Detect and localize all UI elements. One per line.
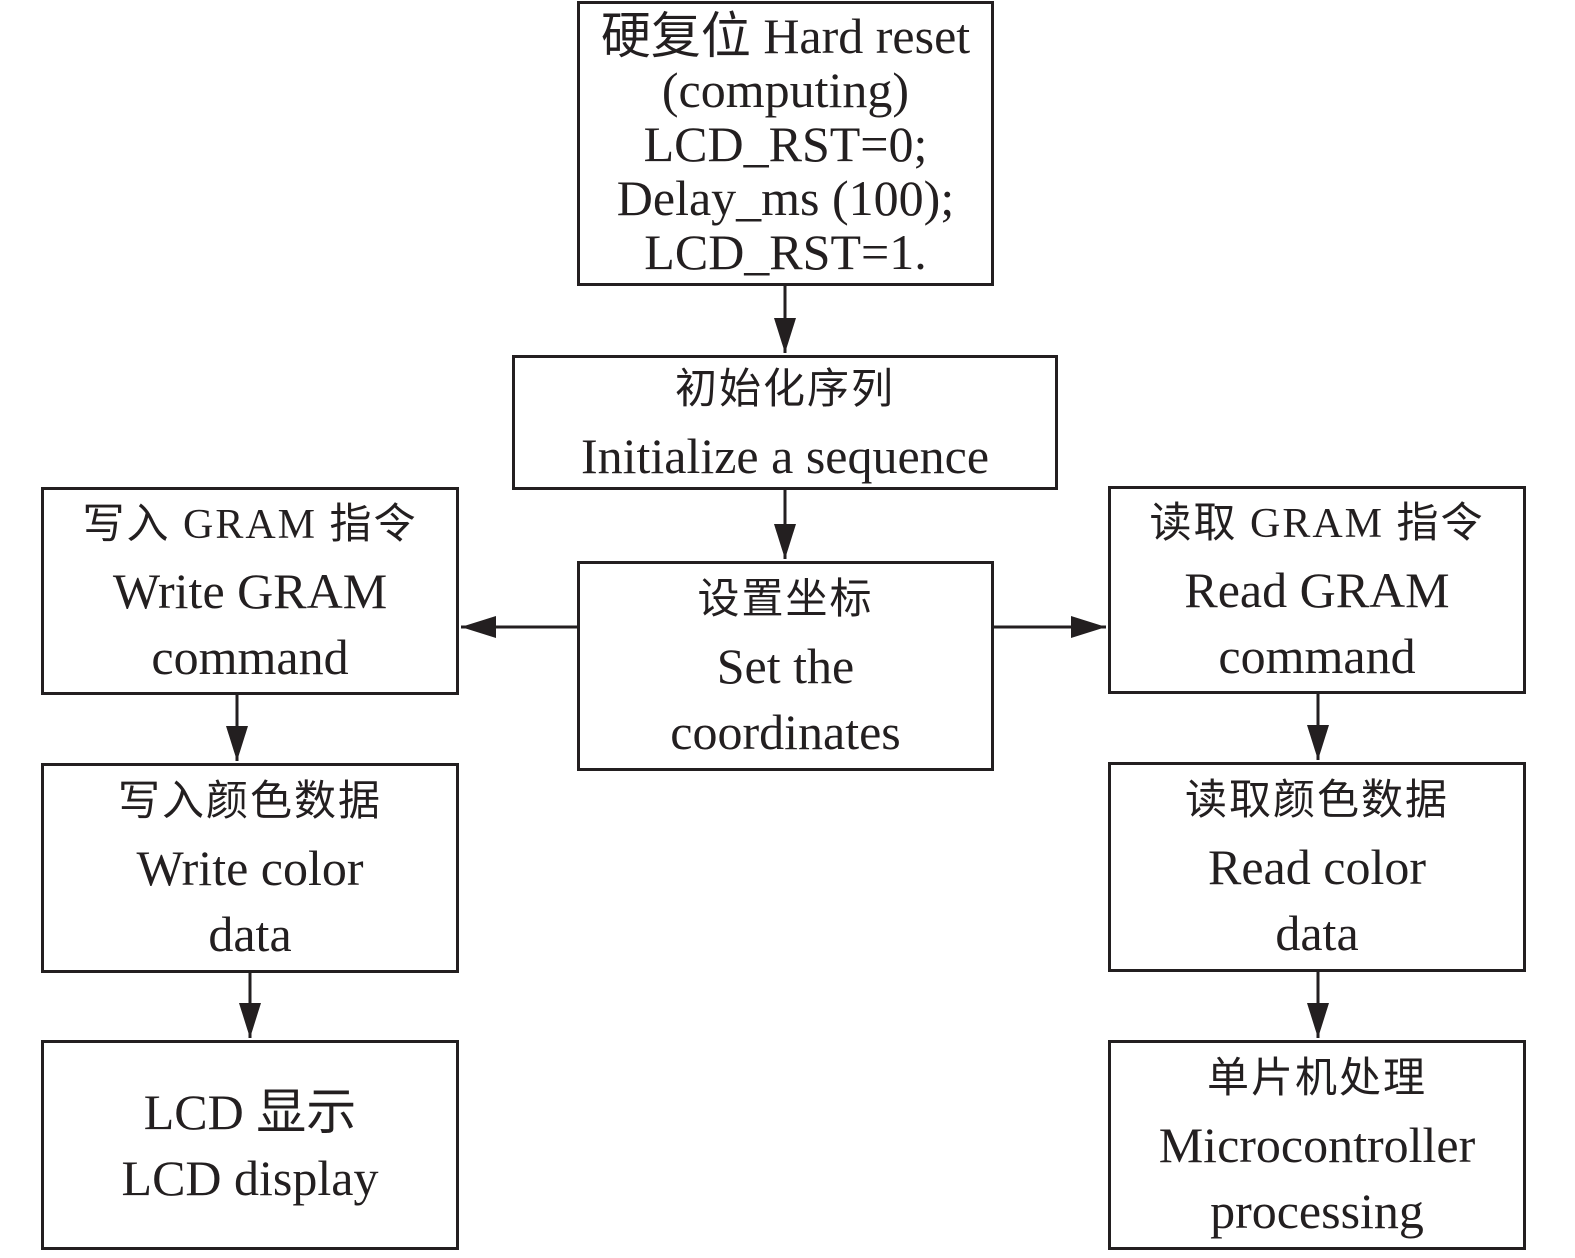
node-text: LCD_RST=0; [643,115,928,172]
node-text: Write color [136,840,364,896]
node-text-cn: 设置坐标 [697,577,874,623]
node-text: data [208,906,292,962]
node-set-coordinates: 设置坐标 Set the coordinates [577,561,994,771]
node-write-color: 写入颜色数据 Write color data [41,763,459,973]
node-write-gram: 写入 GRAM 指令 Write GRAM command [41,487,459,695]
node-text: LCD display [121,1150,379,1206]
arrowhead-down-icon [239,1003,261,1038]
arrowhead-down-icon [774,318,796,353]
node-text: 硬复位 Hard reset [600,7,971,64]
node-hard-reset: 硬复位 Hard reset (computing) LCD_RST=0; De… [577,1,994,286]
node-text-cn: 读取 GRAM 指令 [1149,501,1485,547]
node-mcu-processing: 单片机处理 Microcontroller processing [1108,1040,1526,1250]
node-text: command [1218,628,1416,684]
arrowhead-down-icon [1307,725,1329,760]
arrowhead-left-icon [461,616,496,638]
node-lcd-display: LCD 显示 LCD display [41,1040,459,1250]
node-text: Microcontroller [1158,1117,1476,1173]
arrowhead-down-icon [226,726,248,761]
arrowhead-down-icon [1307,1003,1329,1038]
node-text-cn: 写入 GRAM 指令 [82,502,418,548]
node-text-cn: 读取颜色数据 [1184,778,1449,824]
node-text: Delay_ms (100); [616,169,955,226]
node-read-color: 读取颜色数据 Read color data [1108,762,1526,972]
node-text: Read color [1208,839,1426,895]
node-text: Write GRAM [112,563,388,619]
arrowheads [226,318,1329,1038]
node-text: (computing) [661,61,910,118]
node-text: LCD_RST=1. [644,223,927,280]
node-text-cn: 写入颜色数据 [117,779,382,825]
node-text-cn: 单片机处理 [1206,1056,1427,1102]
node-text: coordinates [670,704,901,760]
node-text: Read GRAM [1184,562,1450,618]
node-text: processing [1210,1183,1424,1239]
node-text: LCD 显示 [143,1084,357,1140]
node-read-gram: 读取 GRAM 指令 Read GRAM command [1108,486,1526,694]
node-text: command [151,629,349,685]
node-text: data [1275,905,1359,961]
arrowhead-down-icon [774,524,796,559]
node-text: Initialize a sequence [580,427,990,484]
node-text: Set the [716,638,855,694]
arrowhead-right-icon [1071,616,1106,638]
node-text-cn: 初始化序列 [674,366,895,413]
node-init-sequence: 初始化序列 Initialize a sequence [512,355,1058,490]
